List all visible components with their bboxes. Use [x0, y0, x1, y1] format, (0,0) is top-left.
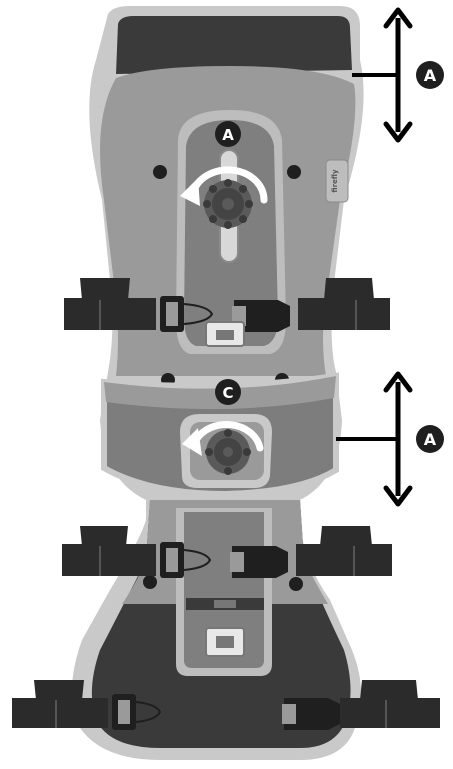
screw-dot	[287, 165, 301, 179]
callout-badge-bottom: A	[416, 425, 444, 453]
headrest-pad	[116, 16, 352, 74]
upper-buckle-left	[160, 296, 214, 332]
height-arrow-top	[352, 7, 413, 143]
rotate-arrow-upper	[190, 166, 268, 204]
label-tab-lower	[205, 627, 245, 657]
upper-strap	[64, 278, 390, 330]
middle-buckle-left	[160, 542, 212, 578]
bottom-buckle-right	[282, 698, 340, 730]
rotate-arrow-upper-head	[180, 178, 200, 206]
bottom-buckle-left	[112, 694, 162, 730]
label-tab-upper	[205, 321, 245, 347]
screw-dot	[289, 577, 303, 591]
lower-rotary-knob	[205, 429, 251, 475]
screw-dot	[153, 165, 167, 179]
callout-badge-top: A	[416, 61, 444, 89]
upper-knob-label: A	[222, 126, 234, 144]
middle-strap	[62, 526, 392, 576]
height-arrow-bottom	[336, 371, 413, 507]
callout-label-bottom: A	[424, 430, 437, 449]
middle-buckle-right	[230, 546, 288, 578]
lower-hinge-plate	[186, 598, 264, 610]
brand-tag-text: firefly	[331, 169, 339, 193]
bottom-strap	[12, 680, 440, 728]
brand-tag: firefly	[325, 159, 349, 203]
lower-knob-badge: C	[215, 379, 241, 405]
callout-label-top: A	[424, 66, 437, 85]
upper-knob-badge: A	[215, 121, 241, 147]
screw-dot	[143, 575, 157, 589]
upper-rotary-knob	[203, 179, 253, 229]
rotate-arrow-lower-head	[182, 428, 202, 456]
rotate-arrow-lower	[192, 420, 264, 452]
lower-knob-label: C	[222, 384, 233, 402]
